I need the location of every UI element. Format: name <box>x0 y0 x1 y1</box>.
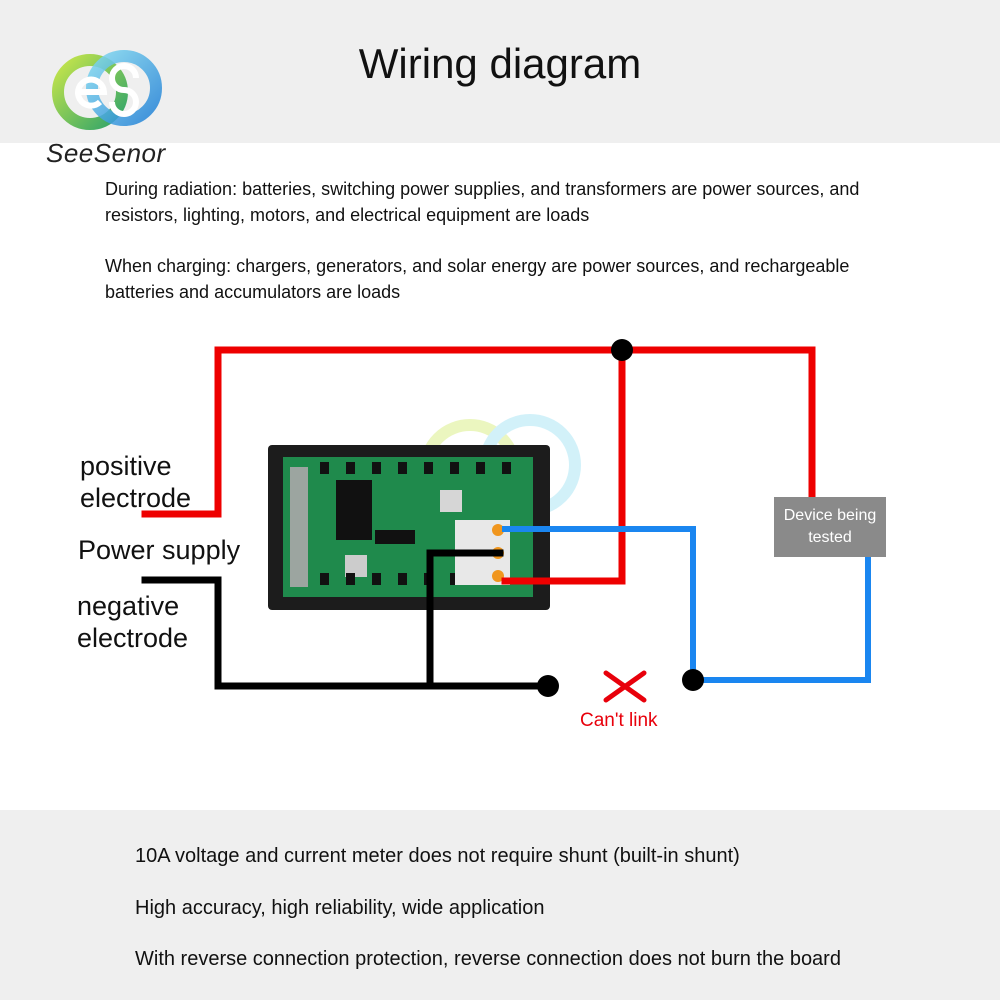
cross-icon <box>603 670 647 703</box>
feature-item: With reverse connection protection, reve… <box>135 948 841 970</box>
radiation-description: During radiation: batteries, switching p… <box>105 179 860 225</box>
brand-name: SeeSenor <box>46 138 166 168</box>
negative-wire <box>141 549 552 690</box>
page-title: Wiring diagram <box>358 40 642 87</box>
device-label: Device being tested <box>783 507 877 546</box>
header-band <box>0 0 1000 143</box>
device-under-test-box: Device being tested <box>774 497 886 557</box>
positive-electrode-label: positive electrode <box>80 451 192 513</box>
features-band <box>0 810 1000 1000</box>
junction-dot <box>537 675 559 697</box>
negative-electrode-label: negative electrode <box>77 591 189 653</box>
meter-board <box>268 445 550 610</box>
junction-dot <box>682 669 704 691</box>
cant-link-label: Can't link <box>580 710 658 731</box>
charging-description: When charging: chargers, generators, and… <box>105 256 850 302</box>
brand-logo-icon <box>52 50 162 130</box>
power-supply-label: Power supply <box>78 535 241 565</box>
junction-dot <box>611 339 633 361</box>
feature-item: High accuracy, high reliability, wide ap… <box>135 897 545 919</box>
positive-wire <box>141 346 816 585</box>
feature-item: 10A voltage and current meter does not r… <box>135 845 740 867</box>
